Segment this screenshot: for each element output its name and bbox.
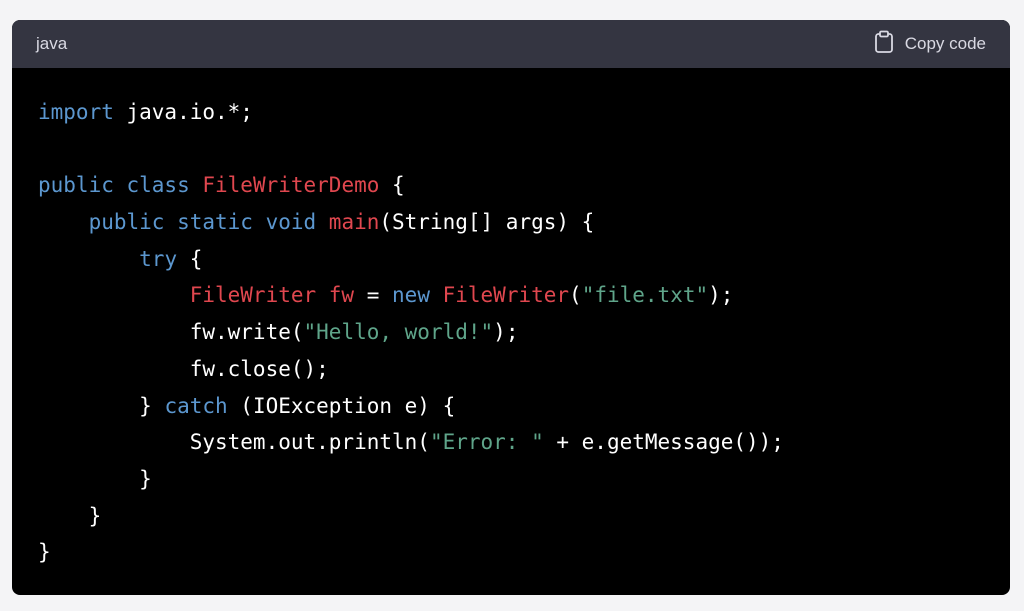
code-line: import java.io.*; bbox=[38, 94, 1010, 131]
language-label: java bbox=[36, 34, 68, 53]
code-token-plain: { bbox=[177, 246, 203, 271]
code-content: import java.io.*; public class FileWriter… bbox=[12, 68, 1010, 571]
code-token-keyword: catch bbox=[164, 393, 228, 418]
code-token-type: FileWriter fw bbox=[189, 283, 355, 308]
code-token-keyword: import bbox=[38, 100, 114, 124]
code-token-plain: } bbox=[38, 540, 51, 565]
code-line: public static void main(String[] args) { bbox=[38, 204, 1010, 241]
code-token-plain: ); bbox=[708, 283, 734, 308]
code-token-keyword: public class bbox=[38, 173, 203, 198]
code-line bbox=[38, 131, 1010, 168]
code-token-string: "file.txt" bbox=[581, 283, 709, 308]
code-line: } catch (IOException e) { bbox=[38, 388, 1010, 425]
code-line: try { bbox=[38, 241, 1010, 278]
code-token-string: "Error: " bbox=[429, 430, 544, 455]
code-token-keyword: try bbox=[139, 246, 178, 271]
clipboard-icon bbox=[873, 30, 895, 59]
copy-code-button[interactable]: Copy code bbox=[873, 30, 986, 59]
code-line: } bbox=[38, 534, 1010, 571]
copy-code-label: Copy code bbox=[904, 34, 986, 53]
code-line: fw.write("Hello, world!"); bbox=[38, 314, 1010, 351]
code-token-plain bbox=[38, 283, 190, 307]
code-token-keyword: new bbox=[392, 283, 443, 308]
code-token-plain: (String[] args) { bbox=[379, 210, 595, 235]
code-token-plain: ( bbox=[569, 283, 582, 308]
code-token-plain: } bbox=[38, 466, 152, 491]
code-token-type: FileWriter bbox=[442, 283, 570, 308]
code-token-plain: } bbox=[38, 503, 102, 528]
code-token-plain: (IOException e) { bbox=[227, 393, 456, 418]
code-token-type: FileWriterDemo bbox=[202, 173, 380, 198]
code-line: System.out.println("Error: " + e.getMess… bbox=[38, 424, 1010, 461]
code-token-string: "Hello, world!" bbox=[303, 320, 494, 345]
code-block: java Copy code import java.io.*; public c… bbox=[12, 20, 1010, 595]
code-line: } bbox=[38, 498, 1010, 535]
code-block-header: java Copy code bbox=[12, 20, 1010, 68]
code-token-plain: = bbox=[354, 283, 393, 308]
code-token-plain bbox=[38, 247, 139, 271]
code-token-plain: fw.write( bbox=[38, 320, 304, 345]
code-line: FileWriter fw = new FileWriter("file.txt… bbox=[38, 277, 1010, 314]
code-token-plain bbox=[38, 210, 89, 234]
code-token-plain: fw.close(); bbox=[38, 356, 329, 381]
code-token-type: main bbox=[328, 210, 380, 235]
code-line: } bbox=[38, 461, 1010, 498]
code-line: fw.close(); bbox=[38, 351, 1010, 388]
code-token-plain: } bbox=[38, 393, 165, 418]
code-token-plain: System.out.println( bbox=[38, 430, 430, 455]
code-token-plain: + e.getMessage()); bbox=[543, 430, 784, 455]
code-line: public class FileWriterDemo { bbox=[38, 167, 1010, 204]
code-token-plain: java.io.*; bbox=[113, 100, 253, 124]
code-token-plain: ); bbox=[493, 320, 519, 345]
code-token-keyword: public static void bbox=[88, 210, 329, 235]
code-token-plain: { bbox=[379, 173, 405, 198]
